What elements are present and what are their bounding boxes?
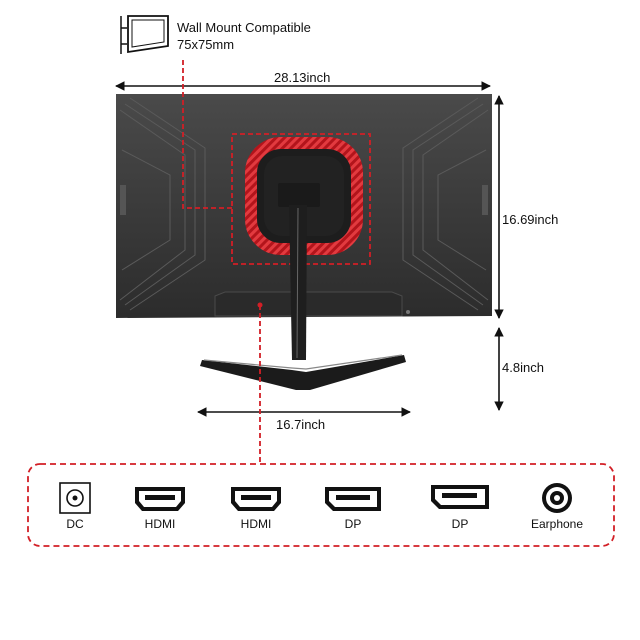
wall-mount-title: Wall Mount Compatible (177, 20, 311, 35)
port-label-hdmi-2: HDMI (240, 517, 272, 531)
monitor-stand (200, 183, 406, 390)
width-dimension-label: 28.13inch (274, 70, 331, 85)
port-label-dc: DC (66, 517, 84, 531)
hdmi-port-icon (135, 487, 185, 511)
wall-mount-pointer (182, 60, 232, 209)
earphone-jack-icon (542, 483, 572, 513)
wall-mount-icon (120, 15, 169, 54)
port-label-dp-2: DP (451, 517, 469, 531)
port-label-earphone: Earphone (530, 517, 584, 531)
displayport-icon (431, 485, 489, 509)
stand-dimension-label: 4.8inch (502, 360, 544, 375)
wall-mount-size: 75x75mm (177, 37, 235, 52)
base-dimension-label: 16.7inch (276, 417, 326, 432)
ports-panel (27, 463, 615, 547)
port-label-dp-1: DP (344, 517, 362, 531)
displayport-icon (325, 487, 381, 511)
height-dimension-label: 16.69inch (502, 212, 559, 227)
dc-port-icon (59, 482, 91, 514)
port-label-hdmi-1: HDMI (144, 517, 176, 531)
hdmi-port-icon (231, 487, 281, 511)
